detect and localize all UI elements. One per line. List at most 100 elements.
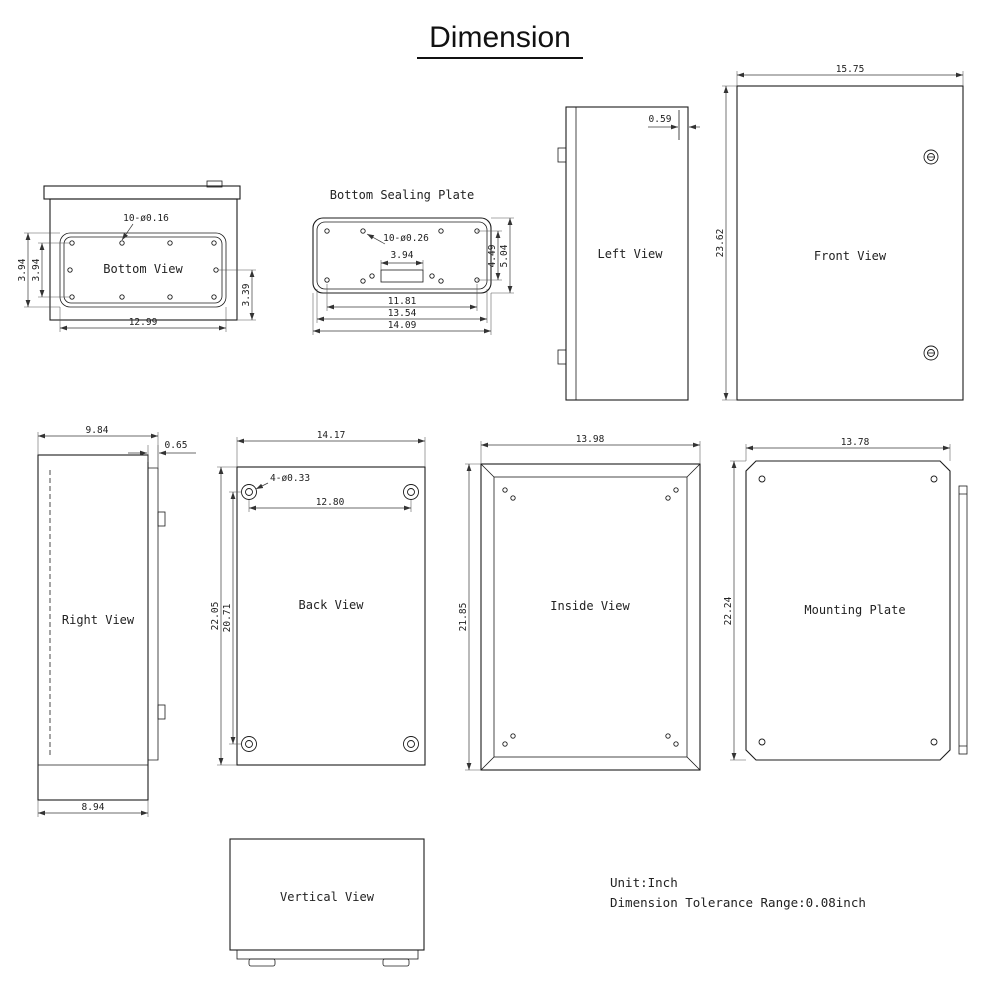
dim-ext-lines xyxy=(37,432,159,468)
dim-text: 12.80 xyxy=(316,497,345,508)
mounting-plate-side-ticks xyxy=(959,493,967,747)
screw-hole xyxy=(510,733,516,739)
mount-hole-outer xyxy=(241,484,257,500)
dim-bottom-view-left-outer: 3.94 xyxy=(17,232,60,308)
dim-sealing-right-inner: 4.49 xyxy=(477,230,502,281)
dim-inside-width: 13.98 xyxy=(480,434,701,464)
dim-text: 14.17 xyxy=(317,430,346,441)
dim-right-top: 9.84 xyxy=(37,425,159,468)
door-lock-top xyxy=(923,149,939,165)
sealing-plate-title: Bottom Sealing Plate xyxy=(330,188,475,202)
mount-hole-outer xyxy=(403,736,419,752)
dim-sealing-bottom-inner: 11.81 xyxy=(326,284,478,311)
sealing-plate-holes-callout: 10-ø0.26 xyxy=(383,233,429,244)
inside-view-inner xyxy=(493,476,688,758)
screw-hole xyxy=(213,267,219,273)
dim-ext-lines xyxy=(38,242,70,298)
page-title: Dimension xyxy=(429,21,571,54)
inside-view-label: Inside View xyxy=(550,599,630,613)
dim-text: 5.04 xyxy=(499,244,510,267)
screw-hole xyxy=(211,240,217,246)
dim-text: 14.09 xyxy=(388,320,417,331)
front-view: Front View 15.75 23.62 xyxy=(715,64,964,401)
screw-hole xyxy=(69,240,75,246)
screw-hole xyxy=(930,475,938,483)
dim-ext-lines xyxy=(236,437,426,467)
mount-hole-outer xyxy=(403,484,419,500)
vertical-view-label: Vertical View xyxy=(280,890,375,904)
dim-text: 4.49 xyxy=(487,244,498,267)
dim-text: 3.94 xyxy=(17,258,28,281)
screw-hole xyxy=(211,294,217,300)
screw-hole xyxy=(438,228,444,234)
bottom-view-body xyxy=(49,198,238,321)
mounting-plate-label: Mounting Plate xyxy=(804,603,905,617)
inside-view-outer xyxy=(480,463,701,771)
bottom-view-holes-callout: 10-ø0.16 xyxy=(123,213,169,224)
back-view: Back View 14.17 4-ø0.33 12.80 22.05 20.7… xyxy=(210,430,426,766)
dim-text: 21.85 xyxy=(458,603,469,632)
back-view-body xyxy=(236,466,426,766)
dim-right-bottom: 8.94 xyxy=(37,800,149,817)
screw-hole xyxy=(119,294,125,300)
front-view-body xyxy=(736,85,964,401)
dim-left-view-flange: 0.59 xyxy=(648,114,700,130)
dim-text: 11.81 xyxy=(388,296,417,307)
dim-mounting-width: 13.78 xyxy=(745,437,951,461)
dim-right-door: 0.65 xyxy=(128,440,196,468)
screw-hole xyxy=(930,738,938,746)
mounting-plate-side-profile xyxy=(958,485,968,755)
screw-hole xyxy=(324,228,330,234)
dim-back-height-outer: 22.05 xyxy=(210,466,237,766)
back-view-label: Back View xyxy=(298,598,364,612)
notes: Unit:Inch Dimension Tolerance Range:0.08… xyxy=(610,875,866,910)
screw-hole xyxy=(510,495,516,501)
screw-hole xyxy=(758,475,766,483)
dim-ext-lines xyxy=(380,260,424,270)
screw-hole xyxy=(502,487,508,493)
dim-text: 3.94 xyxy=(391,250,414,261)
dim-front-width: 15.75 xyxy=(736,64,964,86)
dim-sealing-bottom-mid: 13.54 xyxy=(316,289,488,323)
dim-text: 0.59 xyxy=(649,114,672,125)
foot xyxy=(248,958,276,967)
sealing-plate-outer xyxy=(312,217,492,294)
screw-hole xyxy=(119,240,125,246)
dim-text: 3.39 xyxy=(241,283,252,306)
dim-text: 3.94 xyxy=(31,258,42,281)
bottom-sealing-plate: Bottom Sealing Plate 10-ø0.26 3.94 4.49 xyxy=(312,188,514,335)
mount-hole-inner xyxy=(407,488,415,496)
dim-text: 0.65 xyxy=(165,440,188,451)
mount-hole-inner xyxy=(245,740,253,748)
dim-text: 13.78 xyxy=(841,437,870,448)
dim-text: 13.54 xyxy=(388,308,417,319)
vertical-view-base xyxy=(236,949,419,960)
screw-hole xyxy=(502,741,508,747)
dim-ext-lines xyxy=(147,445,159,468)
dim-back-width: 14.17 xyxy=(236,430,426,467)
screw-hole xyxy=(673,487,679,493)
screw-hole xyxy=(67,267,73,273)
back-view-mount-holes xyxy=(241,484,419,752)
right-view-label: Right View xyxy=(62,613,135,627)
dim-text: 8.94 xyxy=(82,802,105,813)
mounting-plate: Mounting Plate 13.78 22.24 xyxy=(723,437,968,761)
mount-hole-inner xyxy=(245,488,253,496)
mount-hole-outer xyxy=(241,736,257,752)
hinge xyxy=(157,511,166,527)
dim-bottom-view-right: 3.39 xyxy=(218,269,256,321)
front-view-label: Front View xyxy=(814,249,887,263)
sealing-plate-holes-leader xyxy=(366,233,386,245)
screw-hole xyxy=(167,294,173,300)
dim-text: 9.84 xyxy=(86,425,109,436)
dim-text: 12.99 xyxy=(129,317,158,328)
inside-view: Inside View 13.98 21.85 xyxy=(458,434,701,771)
hinge xyxy=(557,147,567,163)
dim-bottom-view-width: 12.99 xyxy=(59,307,227,332)
bottom-view: Bottom View 10-ø0.16 3.94 3.94 3.39 12.9… xyxy=(17,180,256,332)
bottom-view-screw-holes xyxy=(67,240,219,300)
screw-hole xyxy=(429,273,435,279)
sealing-plate-holes xyxy=(324,228,480,284)
